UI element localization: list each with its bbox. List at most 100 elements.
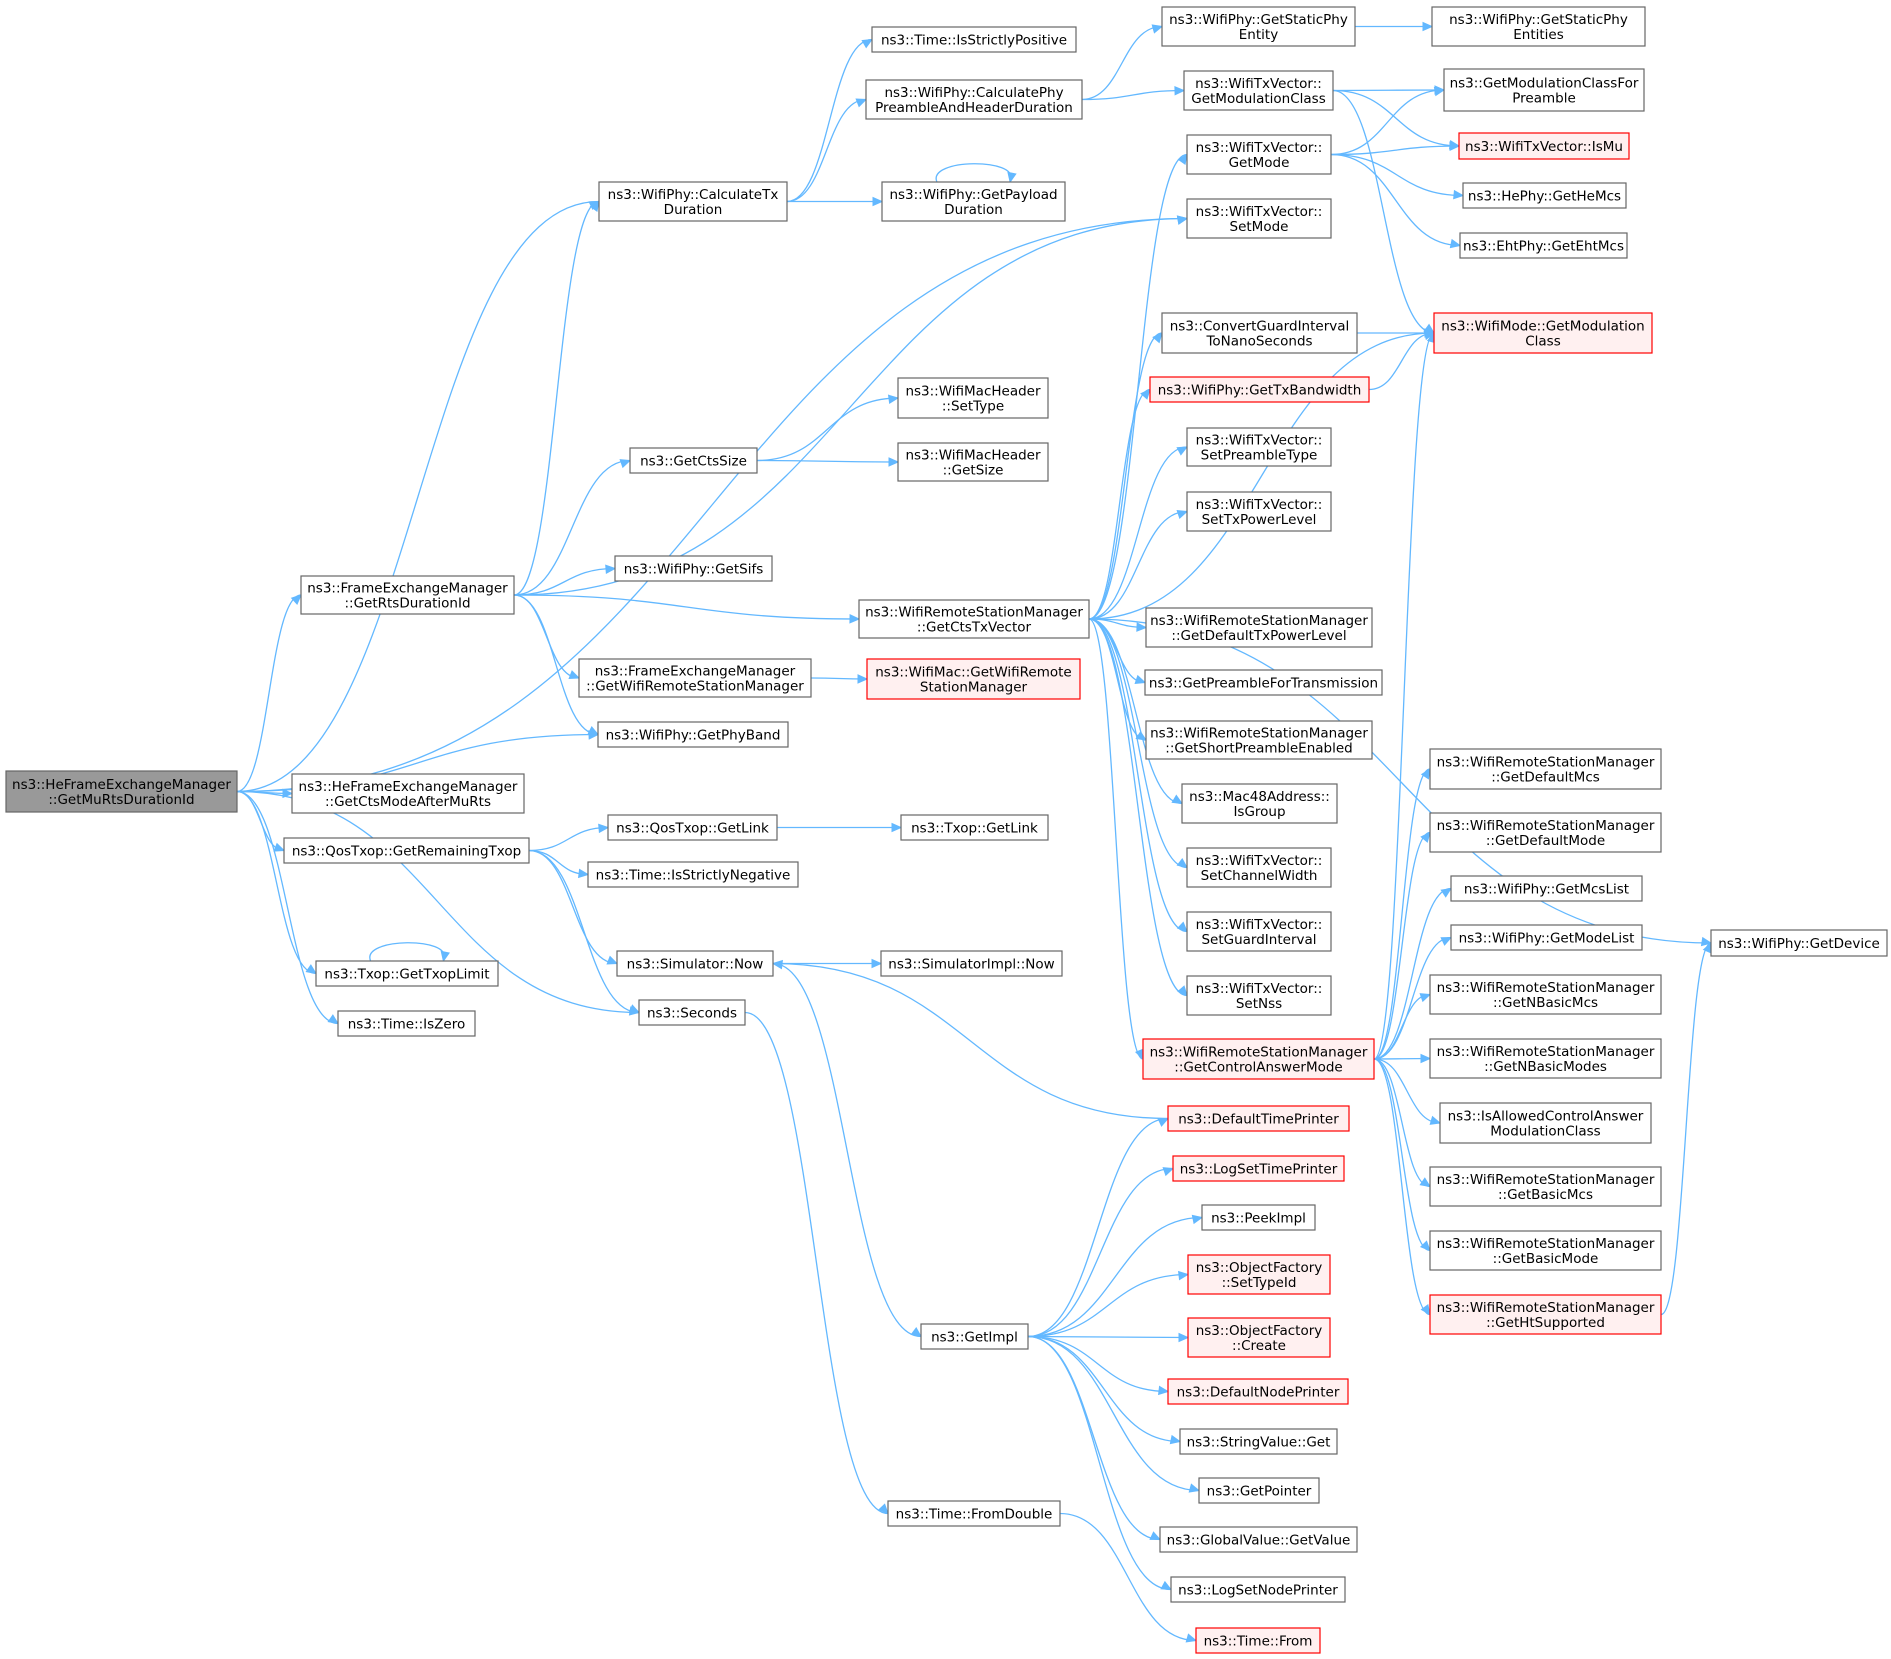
- edge-arrowhead: [1429, 1115, 1442, 1125]
- node-getPhyBand[interactable]: ns3::WifiPhy::GetPhyBand: [597, 721, 789, 748]
- edges-layer: [236, 21, 1713, 1643]
- node-label: ns3::DefaultNodePrinter: [1177, 1385, 1340, 1401]
- node-txopLimit[interactable]: ns3::Txop::GetTxopLimit: [315, 960, 499, 987]
- node-getSifs[interactable]: ns3::WifiPhy::GetSifs: [614, 555, 773, 582]
- node-box: [1429, 974, 1662, 1015]
- node-heMcs[interactable]: ns3::HePhy::GetHeMcs: [1462, 182, 1627, 209]
- node-defNodePr[interactable]: ns3::DefaultNodePrinter: [1167, 1378, 1349, 1405]
- edge-line: [1330, 89, 1445, 156]
- node-fGetRts[interactable]: ns3::FrameExchangeManager::GetRtsDuratio…: [300, 575, 515, 615]
- node-fromDouble[interactable]: ns3::Time::FromDouble: [887, 1500, 1061, 1527]
- node-isGroup[interactable]: ns3::Mac48Address::IsGroup: [1181, 783, 1338, 824]
- node-qosLink[interactable]: ns3::QosTxop::GetLink: [607, 814, 778, 841]
- edge-remTxop-qosLink: [528, 823, 610, 852]
- node-txopLink[interactable]: ns3::Txop::GetLink: [900, 814, 1049, 841]
- node-setGI[interactable]: ns3::WifiTxVector::SetGuardInterval: [1186, 911, 1332, 952]
- node-label: ns3::WifiPhy::GetPhyBand: [606, 728, 781, 744]
- node-setNss[interactable]: ns3::WifiTxVector::SetNss: [1186, 975, 1332, 1016]
- node-isAllowed[interactable]: ns3::IsAllowedControlAnswerModulationCla…: [1439, 1102, 1652, 1144]
- node-ofSetType[interactable]: ns3::ObjectFactory::SetTypeId: [1187, 1254, 1331, 1295]
- node-defMcs[interactable]: ns3::WifiRemoteStationManager::GetDefaul…: [1429, 748, 1662, 790]
- node-shortPre[interactable]: ns3::WifiRemoteStationManager::GetShortP…: [1145, 720, 1373, 760]
- edge-arrowhead: [1176, 857, 1188, 869]
- node-getImpl[interactable]: ns3::GetImpl: [920, 1323, 1029, 1350]
- node-box: [1186, 491, 1332, 532]
- node-label: ns3::WifiRemoteStationManager: [1437, 755, 1655, 771]
- node-isMu[interactable]: ns3::WifiTxVector::IsMu: [1458, 132, 1630, 160]
- node-root[interactable]: ns3::HeFrameExchangeManager::GetMuRtsDur…: [5, 770, 238, 813]
- node-box: [1429, 1230, 1662, 1271]
- node-timeFrom[interactable]: ns3::Time::From: [1195, 1627, 1321, 1654]
- node-defTimePr[interactable]: ns3::DefaultTimePrinter: [1167, 1105, 1350, 1132]
- node-txSetMode[interactable]: ns3::WifiTxVector::SetMode: [1186, 198, 1332, 239]
- node-ofCreate[interactable]: ns3::ObjectFactory::Create: [1187, 1317, 1331, 1358]
- node-defMode[interactable]: ns3::WifiRemoteStationManager::GetDefaul…: [1429, 812, 1662, 853]
- node-defTxPow[interactable]: ns3::WifiRemoteStationManager::GetDefaul…: [1145, 607, 1373, 648]
- node-simNow[interactable]: ns3::Simulator::Now: [616, 950, 774, 977]
- node-mcsList[interactable]: ns3::WifiPhy::GetMcsList: [1450, 875, 1643, 902]
- node-label: SetMode: [1230, 219, 1289, 235]
- node-box: [866, 658, 1081, 700]
- edge-calcTx-isStrictPos: [786, 38, 874, 203]
- edge-getImpl-ofSetType: [1027, 1270, 1190, 1338]
- node-txGetMode[interactable]: ns3::WifiTxVector::GetMode: [1186, 134, 1332, 175]
- node-label: ::GetDefaultMode: [1486, 833, 1605, 849]
- node-modeList[interactable]: ns3::WifiPhy::GetModeList: [1450, 924, 1643, 951]
- node-nBasicModes[interactable]: ns3::WifiRemoteStationManager::GetNBasic…: [1429, 1038, 1662, 1079]
- edge-line: [236, 594, 302, 793]
- node-box: [1186, 975, 1332, 1016]
- node-txGetModClass[interactable]: ns3::WifiTxVector::GetModulationClass: [1183, 70, 1334, 111]
- node-setTxPow[interactable]: ns3::WifiTxVector::SetTxPowerLevel: [1186, 491, 1332, 532]
- node-isStrictPos[interactable]: ns3::Time::IsStrictlyPositive: [871, 26, 1077, 53]
- node-simImplNow[interactable]: ns3::SimulatorImpl::Now: [880, 950, 1063, 977]
- node-box: [300, 575, 515, 615]
- edge-arrowhead: [1188, 1483, 1201, 1493]
- node-preForTx[interactable]: ns3::GetPreambleForTransmission: [1144, 669, 1383, 696]
- node-label: ns3::WifiRemoteStationManager: [1150, 726, 1368, 742]
- edge-ctrlAns-defMcs: [1373, 767, 1431, 1060]
- node-fGetWrsm[interactable]: ns3::FrameExchangeManager::GetWifiRemote…: [578, 658, 812, 698]
- node-macGetSize[interactable]: ns3::WifiMacHeader::GetSize: [897, 442, 1049, 482]
- edge-getCtsTx-ctrlAns: [1088, 618, 1144, 1061]
- node-ctrlAns[interactable]: ns3::WifiRemoteStationManager::GetContro…: [1142, 1038, 1375, 1080]
- node-getCtsTx[interactable]: ns3::WifiRemoteStationManager::GetCtsTxV…: [858, 599, 1090, 639]
- node-strGet[interactable]: ns3::StringValue::Get: [1179, 1428, 1338, 1455]
- node-isStrictNeg[interactable]: ns3::Time::IsStrictlyNegative: [587, 861, 799, 888]
- node-box: [1462, 182, 1627, 209]
- node-gvGet[interactable]: ns3::GlobalValue::GetValue: [1159, 1526, 1358, 1553]
- edge-line: [513, 217, 1188, 596]
- node-isZero[interactable]: ns3::Time::IsZero: [337, 1010, 476, 1037]
- node-getCtsSize[interactable]: ns3::GetCtsSize: [629, 447, 758, 474]
- node-box: [1167, 1378, 1349, 1405]
- node-remTxop[interactable]: ns3::QosTxop::GetRemainingTxop: [283, 837, 530, 864]
- node-logSetTime[interactable]: ns3::LogSetTimePrinter: [1172, 1155, 1345, 1182]
- node-modeGetMod[interactable]: ns3::WifiMode::GetModulationClass: [1433, 312, 1653, 354]
- node-nBasicMcs[interactable]: ns3::WifiRemoteStationManager::GetNBasic…: [1429, 974, 1662, 1015]
- node-basicMode[interactable]: ns3::WifiRemoteStationManager::GetBasicM…: [1429, 1230, 1662, 1271]
- node-seconds[interactable]: ns3::Seconds: [638, 999, 746, 1026]
- node-label: ns3::WifiTxVector::: [1196, 853, 1323, 869]
- node-htSup[interactable]: ns3::WifiRemoteStationManager::GetHtSupp…: [1429, 1294, 1662, 1335]
- node-txBw[interactable]: ns3::WifiPhy::GetTxBandwidth: [1149, 376, 1370, 403]
- node-ehtMcs[interactable]: ns3::EhtPhy::GetEhtMcs: [1459, 232, 1628, 259]
- node-heCtsMode[interactable]: ns3::HeFrameExchangeManager::GetCtsModeA…: [291, 773, 525, 814]
- node-getPtr[interactable]: ns3::GetPointer: [1198, 1477, 1320, 1504]
- node-peekImpl[interactable]: ns3::PeekImpl: [1201, 1204, 1316, 1231]
- node-logSetNode[interactable]: ns3::LogSetNodePrinter: [1170, 1576, 1346, 1603]
- node-setChW[interactable]: ns3::WifiTxVector::SetChannelWidth: [1186, 847, 1332, 888]
- node-macGetWrsm[interactable]: ns3::WifiMac::GetWifiRemoteStationManage…: [866, 658, 1081, 700]
- node-label: ns3::ConvertGuardInterval: [1170, 319, 1350, 335]
- node-getDevice[interactable]: ns3::WifiPhy::GetDevice: [1710, 929, 1888, 957]
- node-basicMcs[interactable]: ns3::WifiRemoteStationManager::GetBasicM…: [1429, 1166, 1662, 1207]
- node-setPreType[interactable]: ns3::WifiTxVector::SetPreambleType: [1186, 427, 1332, 467]
- node-macSetType[interactable]: ns3::WifiMacHeader::SetType: [897, 377, 1049, 419]
- node-calcPre[interactable]: ns3::WifiPhy::CalculatePhyPreambleAndHea…: [865, 79, 1083, 120]
- edge-getImpl-defNodePr: [1027, 1335, 1170, 1396]
